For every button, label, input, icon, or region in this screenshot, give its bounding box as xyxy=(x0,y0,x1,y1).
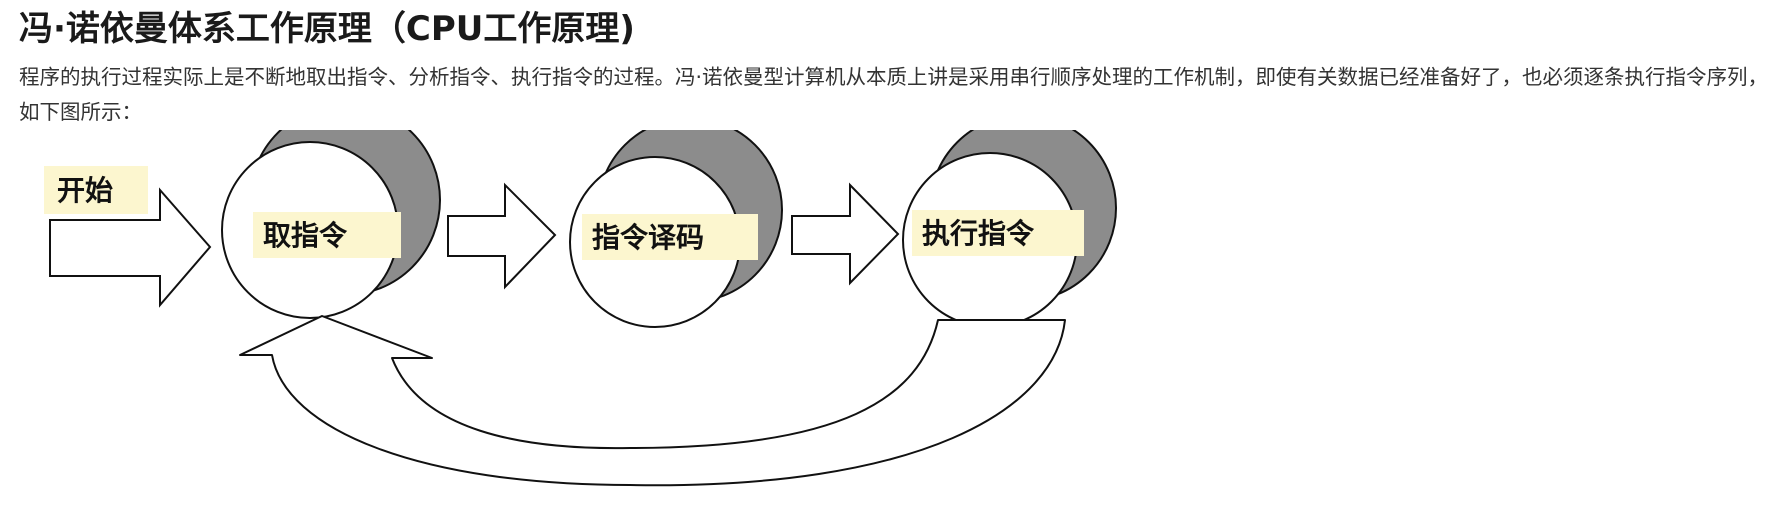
step-execute-label-box xyxy=(912,210,1084,256)
loop-back-arrow xyxy=(239,315,1066,487)
page-title: 冯·诺依曼体系工作原理（CPU工作原理) xyxy=(19,9,635,49)
intro-paragraph: 程序的执行过程实际上是不断地取出指令、分析指令、执行指令的过程。冯·诺依曼型计算… xyxy=(19,65,1769,124)
start-arrow xyxy=(49,187,212,308)
instruction-cycle-diagram: 开始 取指令 指令译码 执行指令 xyxy=(44,130,1117,487)
step-fetch: 取指令 xyxy=(221,130,441,319)
step-fetch-label: 取指令 xyxy=(263,219,348,252)
start-label: 开始 xyxy=(57,174,113,207)
step-decode-label: 指令译码 xyxy=(592,221,704,254)
step-fetch-label-box xyxy=(253,212,401,258)
arrow-fetch-to-decode xyxy=(447,182,557,290)
step-execute-label: 执行指令 xyxy=(922,217,1035,250)
step-decode: 指令译码 xyxy=(569,130,783,328)
arrow-decode-to-execute xyxy=(791,182,900,286)
start-label-box xyxy=(44,166,148,214)
step-decode-label-box xyxy=(582,214,758,260)
step-execute: 执行指令 xyxy=(902,130,1117,328)
